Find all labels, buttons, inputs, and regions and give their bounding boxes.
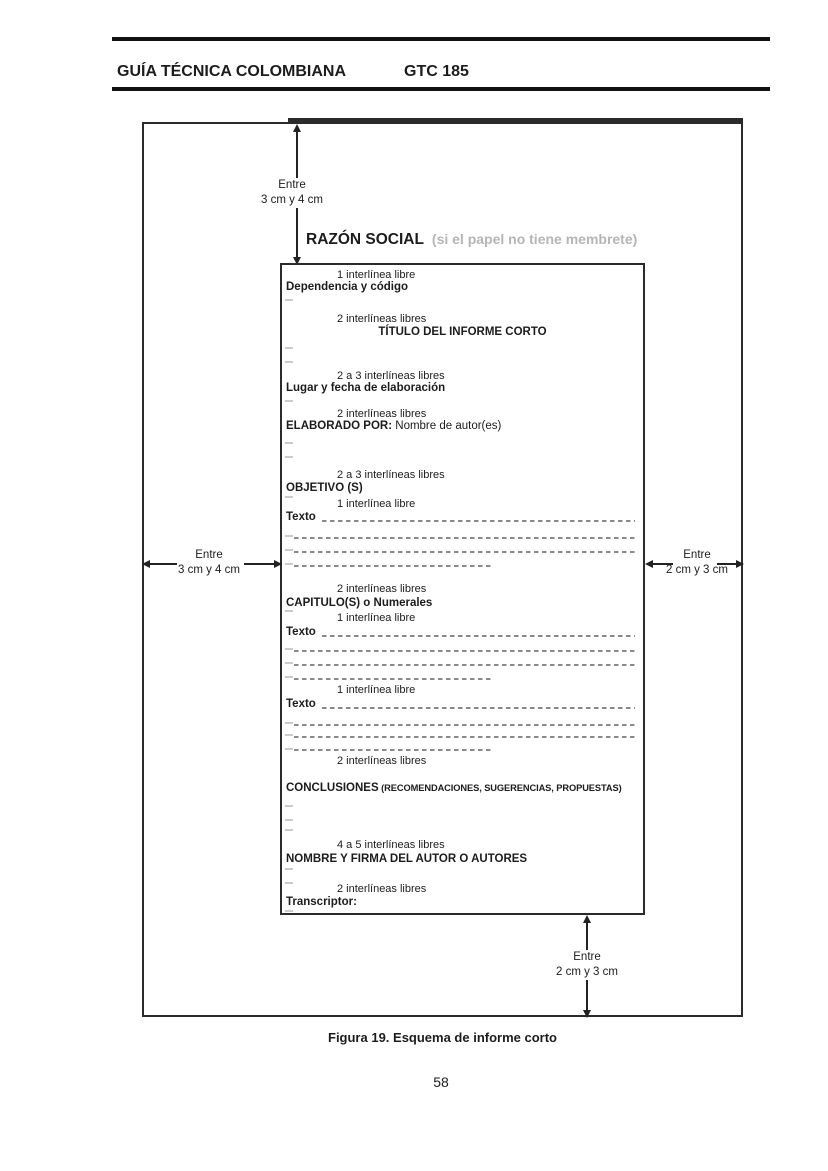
- schema-row-dashshort: [294, 565, 492, 567]
- schema-row-note: 4 a 5 interlíneas libres: [337, 839, 445, 851]
- header-code: GTC 185: [404, 63, 469, 80]
- texto-dashed-line: [321, 520, 635, 522]
- left-edge-tick: [285, 734, 293, 736]
- left-edge-tick: [285, 549, 293, 551]
- left-edge-tick: [285, 610, 293, 612]
- left-edge-tick: [285, 882, 293, 884]
- schema-row-note: 2 interlíneas libres: [337, 313, 427, 325]
- schema-row-label: Transcriptor:: [286, 896, 357, 908]
- schema-row-dashshort: [294, 749, 492, 751]
- left-edge-tick: [285, 400, 293, 402]
- left-margin-label: Entre 3 cm y 4 cm: [164, 548, 254, 578]
- schema-row-note: 2 interlíneas libres: [337, 755, 427, 767]
- schema-row-dash: [294, 736, 635, 738]
- left-edge-tick: [285, 456, 293, 458]
- left-edge-tick: [285, 563, 293, 565]
- left-margin-arrow-right: [244, 560, 282, 568]
- schema-row-texto: Texto: [286, 626, 635, 639]
- letterhead-note: (si el papel no tiene membrete): [431, 231, 638, 247]
- left-edge-tick: [285, 347, 293, 349]
- left-edge-tick: [285, 868, 293, 870]
- letterhead-line: RAZÓN SOCIAL (si el papel no tiene membr…: [306, 231, 637, 249]
- left-edge-tick: [285, 361, 293, 363]
- schema-row-note: 1 interlínea libre: [337, 612, 416, 624]
- right-margin-label: Entre 2 cm y 3 cm: [650, 548, 744, 578]
- schema-row-label: NOMBRE Y FIRMA DEL AUTOR O AUTORES: [286, 853, 528, 865]
- left-margin-label-line1: Entre: [195, 549, 223, 561]
- schema-row-dashshort: [294, 678, 492, 680]
- left-margin-arrow-left: [142, 560, 177, 568]
- left-edge-tick: [285, 662, 293, 664]
- schema-row-label: CAPITULO(S) o Numerales: [286, 597, 433, 609]
- schema-row-dash: [294, 551, 635, 553]
- schema-row-texto: Texto: [286, 511, 635, 524]
- schema-row-label: Lugar y fecha de elaboración: [286, 382, 446, 394]
- schema-row-label: Dependencia y código: [286, 281, 409, 293]
- letterhead-title: RAZÓN SOCIAL: [306, 231, 424, 248]
- right-margin-label-line1: Entre: [683, 549, 711, 561]
- left-edge-tick: [285, 676, 293, 678]
- left-edge-tick: [285, 748, 293, 750]
- schema-row-label2: ELABORADO POR: Nombre de autor(es): [286, 420, 502, 432]
- schema-row-note: 1 interlínea libre: [337, 269, 416, 281]
- right-margin-arrow-right: [717, 560, 744, 568]
- top-margin-label-line1: Entre: [278, 179, 306, 191]
- left-edge-tick: [285, 805, 293, 807]
- left-edge-tick: [285, 496, 293, 498]
- page-number: 58: [433, 1074, 449, 1090]
- header-top-rule: [112, 37, 770, 41]
- left-edge-tick: [285, 442, 293, 444]
- schema-row-note: 2 interlíneas libres: [337, 408, 427, 420]
- schema-row-dash: [294, 537, 635, 539]
- schema-row-note: 2 interlíneas libres: [337, 583, 427, 595]
- left-edge-tick: [285, 299, 293, 301]
- bottom-margin-label-line1: Entre: [573, 951, 601, 963]
- header-bottom-rule: [112, 87, 770, 91]
- left-edge-tick: [285, 722, 293, 724]
- left-edge-tick: [285, 648, 293, 650]
- left-edge-tick: [285, 829, 293, 831]
- schema-row-note: 1 interlínea libre: [337, 684, 416, 696]
- schema-row-note: 2 interlíneas libres: [337, 883, 427, 895]
- texto-dashed-line: [321, 635, 635, 637]
- right-margin-arrow-left: [645, 560, 673, 568]
- schema-row-label: OBJETIVO (S): [286, 482, 363, 494]
- schema-row-dash: [294, 724, 635, 726]
- page-outline-top-edge: [288, 118, 743, 123]
- schema-row-note: 2 a 3 interlíneas libres: [337, 370, 445, 382]
- left-edge-tick: [285, 535, 293, 537]
- top-margin-label-line2: 3 cm y 4 cm: [261, 194, 323, 206]
- schema-row-note: 1 interlínea libre: [337, 498, 416, 510]
- figure-caption: Figura 19. Esquema de informe corto: [328, 1030, 557, 1045]
- left-margin-label-line2: 3 cm y 4 cm: [178, 564, 240, 576]
- header-title: GUÍA TÉCNICA COLOMBIANA: [117, 63, 347, 80]
- texto-dashed-line: [321, 707, 635, 709]
- top-margin-label: Entre 3 cm y 4 cm: [247, 178, 337, 208]
- schema-row-dash: [294, 650, 635, 652]
- left-edge-tick: [285, 910, 293, 912]
- bottom-margin-label-line2: 2 cm y 3 cm: [556, 966, 618, 978]
- schema-row-texto: Texto: [286, 698, 635, 711]
- schema-row-title: TÍTULO DEL INFORME CORTO: [378, 326, 547, 338]
- schema-row-conclusiones: CONCLUSIONES (RECOMENDACIONES, SUGERENCI…: [286, 782, 622, 794]
- schema-row-note: 2 a 3 interlíneas libres: [337, 469, 445, 481]
- schema-row-dash: [294, 664, 635, 666]
- left-edge-tick: [285, 819, 293, 821]
- right-margin-label-line2: 2 cm y 3 cm: [666, 564, 728, 576]
- bottom-margin-label: Entre 2 cm y 3 cm: [542, 950, 632, 980]
